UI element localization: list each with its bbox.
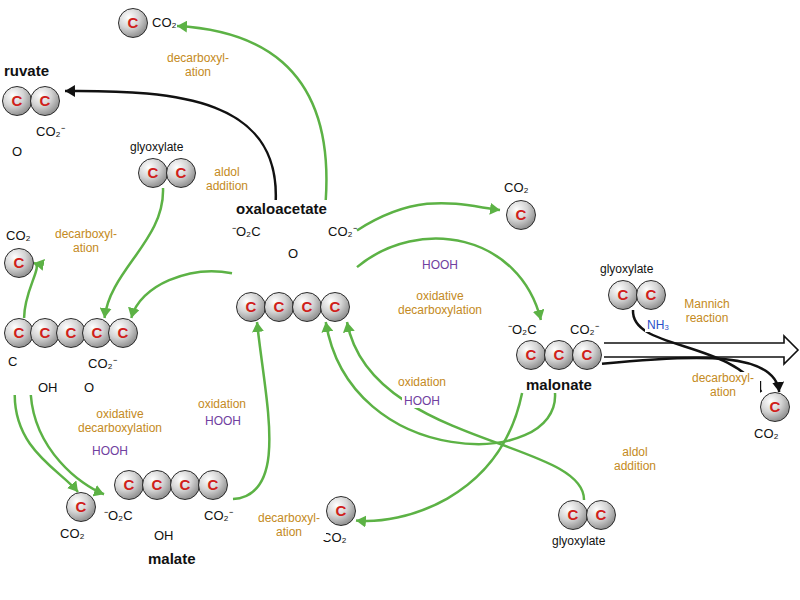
reaction-label: decarboxyl- ation	[48, 228, 124, 256]
carbon-atom: C	[114, 470, 144, 500]
carbon-atom: C	[166, 158, 196, 188]
molecule: ⁻O₂C CO₂⁻ CCCmalonate	[508, 320, 602, 393]
molecule-name: glyoxylate	[130, 140, 183, 154]
reaction-label: decarboxyl- ation	[160, 52, 236, 80]
molecule-name: glyoxylate	[552, 534, 605, 548]
carbon-atom: C	[572, 340, 602, 370]
carbon-atom: C	[142, 470, 172, 500]
carbon-atom: C	[326, 496, 356, 526]
carbon-atom: C	[760, 392, 790, 422]
reaction-arrow	[326, 322, 555, 444]
carbon-atom: C	[292, 292, 322, 322]
molecule-name: oxaloacetate	[236, 200, 327, 217]
formula-text: ⁻O₂C	[232, 222, 261, 240]
formula-text: CO₂⁻	[328, 222, 357, 240]
reaction-arrow	[347, 322, 584, 500]
carbon-atom: C	[108, 318, 138, 348]
carbon-atom: C	[264, 292, 294, 322]
formula-text: O	[84, 380, 94, 395]
carbon-atom: C	[558, 500, 588, 530]
reaction-label: Mannich reaction	[672, 298, 742, 326]
carbon-atom: C	[636, 280, 666, 310]
carbon-atom: C	[198, 470, 228, 500]
formula-text: CO₂⁻	[88, 354, 117, 372]
molecule: CCCCCCCO₂⁻OHO	[4, 318, 138, 395]
reaction-label: oxidation	[196, 398, 248, 412]
reaction-arrow	[131, 271, 232, 318]
formula-text: CO₂	[504, 180, 529, 195]
carbon-atom: C	[138, 158, 168, 188]
reaction-label: aldol addition	[604, 446, 666, 474]
molecule-name: glyoxylate	[600, 262, 653, 276]
formula-text: O	[288, 246, 298, 261]
molecule-name: malate	[148, 550, 196, 567]
molecule: C CO₂	[118, 8, 177, 38]
molecule-name: malonate	[526, 376, 592, 393]
carbon-atom: C	[586, 500, 616, 530]
reaction-arrow	[356, 393, 522, 521]
reagent-label: NH₃	[645, 318, 671, 332]
carbon-atom: C	[118, 8, 148, 38]
carbon-atom: C	[170, 470, 200, 500]
formula-text: CO₂	[60, 526, 85, 541]
molecule: oxaloacetate⁻O₂COCO₂⁻CCCC	[232, 200, 357, 322]
carbon-atom: C	[608, 280, 638, 310]
reaction-label: oxidative decarboxylation	[66, 408, 174, 436]
formula-text: CO₂	[152, 15, 177, 30]
carbon-atom: C	[320, 292, 350, 322]
formula-text: ⁻O₂C	[508, 320, 537, 338]
reaction-arrow	[65, 91, 276, 200]
formula-text: OH	[38, 380, 58, 395]
molecule: C CO₂	[60, 492, 96, 541]
carbon-atom: C	[2, 86, 32, 116]
formula-text: ⁻O₂C	[104, 506, 133, 524]
reaction-label: oxidative decarboxylation	[386, 290, 494, 318]
reagent-label: HOOH	[90, 444, 130, 458]
molecule: ruvateCCCO₂⁻O	[0, 62, 65, 159]
reaction-label: decarboxyl- ation	[686, 372, 760, 400]
formula-text: CO₂⁻	[36, 122, 65, 140]
carbon-atom: C	[30, 86, 60, 116]
reagent-label: HOOH	[203, 414, 243, 428]
reaction-arrow	[357, 239, 541, 320]
formula-text: CO₂	[6, 228, 31, 243]
formula-text: O	[12, 144, 22, 159]
reagent-label: HOOH	[420, 258, 460, 272]
carbon-atom: C	[544, 340, 574, 370]
carbon-atom: C	[516, 340, 546, 370]
carbon-atom: C	[236, 292, 266, 322]
molecule: CCCC⁻O₂CCO₂⁻OHmalate	[104, 470, 233, 567]
reaction-label: aldol addition	[196, 166, 258, 194]
molecule: CO₂ C	[500, 180, 536, 230]
reagent-label: HOOH	[402, 394, 442, 408]
molecule: glyoxylateCC	[130, 140, 196, 188]
formula-text: C	[8, 354, 17, 369]
reaction-arrow	[357, 203, 500, 230]
formula-text: OH	[154, 528, 174, 543]
formula-text: CO₂	[754, 426, 779, 441]
carbon-atom: C	[506, 200, 536, 230]
molecule-name: ruvate	[4, 62, 49, 79]
molecule: CO₂ C	[4, 228, 34, 278]
molecule: CCglyoxylate	[552, 500, 616, 548]
molecule: glyoxylateCC	[600, 262, 666, 310]
carbon-atom: C	[66, 492, 96, 522]
reaction-label: decarboxyl- ation	[252, 512, 326, 540]
formula-text: CO₂⁻	[570, 320, 599, 338]
carbon-atom: C	[4, 248, 34, 278]
reaction-label: oxidation	[396, 376, 448, 390]
molecule: CCO₂	[322, 496, 356, 545]
formula-text: CO₂⁻	[204, 506, 233, 524]
